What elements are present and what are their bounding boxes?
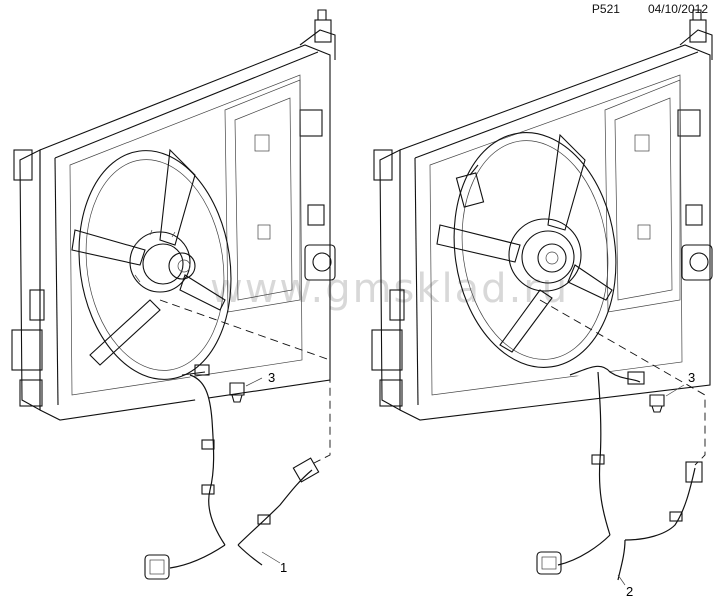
watermark-text: www.gmsklad.ru — [210, 266, 569, 312]
callout-left-clip: 3 — [268, 370, 275, 385]
callout-left-harness: 1 — [280, 560, 287, 575]
left-radiator-fan-assembly — [11, 9, 336, 466]
right-radiator-fan-assembly — [371, 9, 713, 466]
callout-right-harness: 2 — [626, 584, 633, 599]
right-wiring-harness — [536, 365, 703, 586]
callout-right-clip: 3 — [688, 370, 695, 385]
diagram-code: P521 — [591, 2, 620, 16]
left-wiring-harness — [144, 364, 320, 580]
